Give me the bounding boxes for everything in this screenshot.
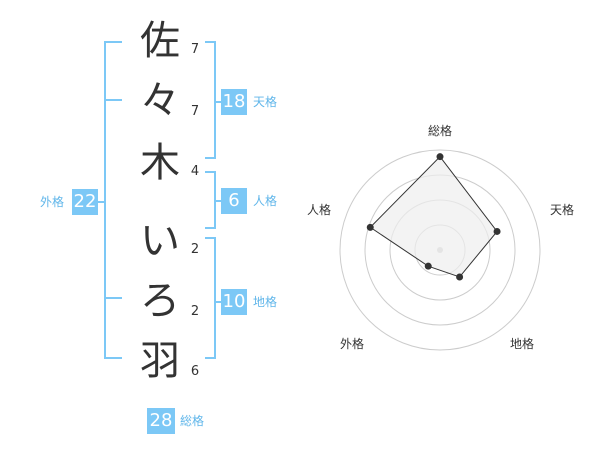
stroke-count-4: 2	[190, 242, 200, 257]
stroke-count-2: 7	[190, 104, 200, 119]
stroke-count-1: 7	[190, 42, 200, 57]
name-char-5: ろ	[140, 278, 180, 324]
axis-label-jinkaku: 人格	[307, 203, 332, 217]
radar-point	[493, 227, 501, 235]
axis-label-soukaku: 総格	[428, 124, 453, 138]
gaikaku-label: 外格	[40, 195, 65, 209]
name-char-6: 羽	[140, 338, 180, 384]
axis-label-gaikaku: 外格	[340, 337, 365, 351]
tenkaku-bracket	[205, 41, 216, 159]
radar-ring	[339, 149, 541, 351]
tenkaku-label: 天格	[253, 95, 278, 109]
gaikaku-bracket	[104, 41, 122, 359]
name-char-2: 々	[140, 78, 180, 124]
stroke-count-3: 4	[190, 164, 200, 179]
gaikaku-value: 22	[72, 189, 98, 215]
jinkaku-value: 6	[221, 188, 247, 214]
axis-label-chikaku: 地格	[510, 337, 535, 351]
name-char-4: い	[140, 218, 180, 264]
soukaku-label: 総格	[180, 414, 205, 428]
stroke-count-5: 2	[190, 304, 200, 319]
name-char-3: 木	[140, 140, 180, 186]
radar-point	[424, 262, 432, 270]
soukaku-value: 28	[147, 408, 175, 434]
radar-point	[436, 153, 444, 161]
radar-point	[366, 223, 374, 231]
chikaku-value: 10	[221, 289, 247, 315]
stroke-count-6: 6	[190, 364, 200, 379]
radar-series-area	[369, 155, 498, 278]
chikaku-label: 地格	[253, 295, 278, 309]
radar-point	[456, 273, 464, 281]
axis-label-tenkaku: 天格	[550, 203, 575, 217]
name-char-1: 佐	[140, 18, 180, 64]
tenkaku-value: 18	[221, 89, 247, 115]
chikaku-bracket	[205, 237, 216, 359]
jinkaku-label: 人格	[253, 194, 278, 208]
